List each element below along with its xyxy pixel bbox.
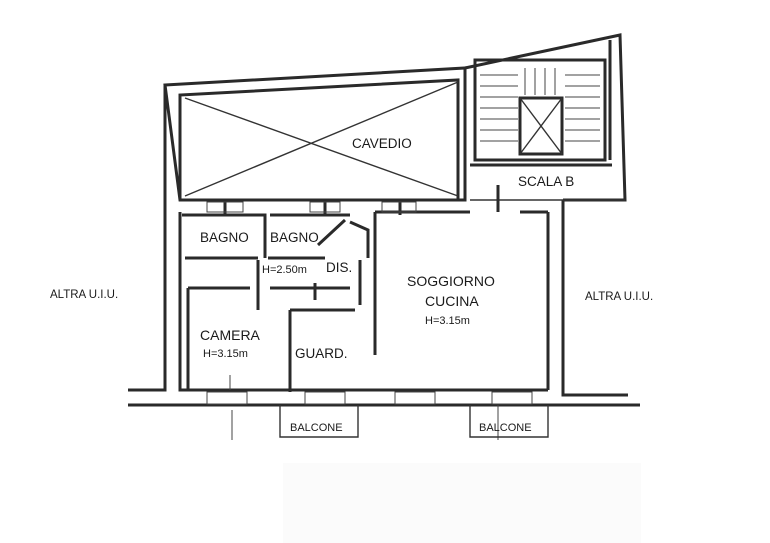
label-side-left: ALTRA U.I.U. — [50, 289, 118, 301]
staircase — [470, 58, 625, 201]
label-cucina: CUCINA — [425, 293, 479, 309]
balconies — [279, 405, 549, 438]
label-camera-height: H=3.15m — [203, 348, 248, 360]
label-dis: DIS. — [326, 260, 352, 275]
label-balcone-right: BALCONE — [479, 422, 532, 434]
label-balcone-left: BALCONE — [290, 422, 343, 434]
label-corridor-height: H=2.50m — [262, 264, 307, 276]
window-marks — [206, 201, 533, 440]
label-soggiorno-height: H=3.15m — [425, 315, 470, 327]
label-side-right: ALTRA U.I.U. — [585, 291, 653, 303]
label-guard: GUARD. — [295, 346, 348, 361]
label-bagno-2: BAGNO — [270, 230, 319, 245]
cavedio-area — [163, 66, 467, 202]
label-camera: CAMERA — [200, 327, 261, 343]
label-scala: SCALA B — [518, 174, 574, 189]
blank-lower-area — [283, 463, 641, 543]
label-soggiorno: SOGGIORNO — [407, 273, 495, 289]
label-cavedio: CAVEDIO — [352, 136, 412, 151]
label-bagno-1: BAGNO — [200, 230, 249, 245]
interior-walls — [128, 185, 640, 407]
